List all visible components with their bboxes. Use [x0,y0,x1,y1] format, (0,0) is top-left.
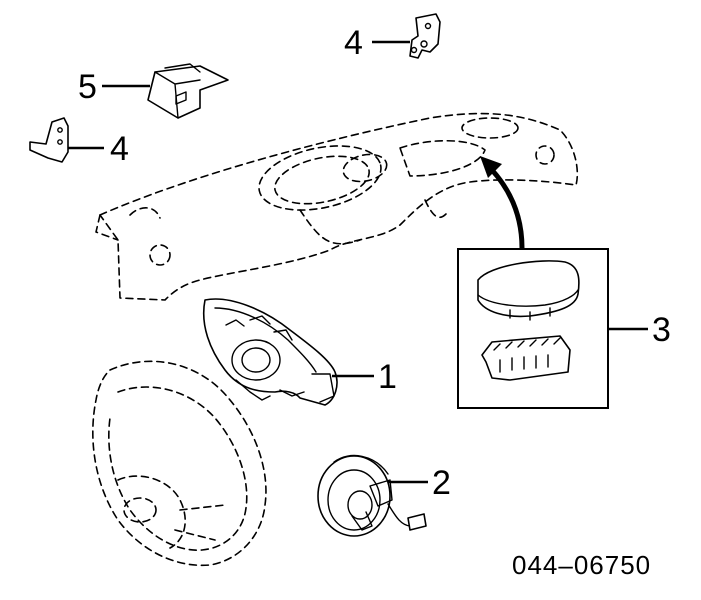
callout-1: 1 [378,358,397,396]
callout-4-top: 4 [344,24,363,62]
steering-wheel-outline [92,360,267,567]
callout-2: 2 [432,464,451,502]
spiral-cable-part-2 [317,454,428,537]
dashboard-outline [95,112,579,301]
callout-5: 5 [78,68,97,106]
airbag-module-part-1 [202,298,374,406]
callout-4-left: 4 [110,130,129,168]
bracket-part-4-top [372,13,441,59]
callout-3: 3 [652,311,671,349]
passenger-airbag-box-part-3 [457,248,648,409]
location-arrow [480,156,525,249]
diagram-part-number: 044–06750 [512,550,651,580]
bracket-part-4-left [29,117,104,163]
sensor-module-part-5 [102,63,229,119]
